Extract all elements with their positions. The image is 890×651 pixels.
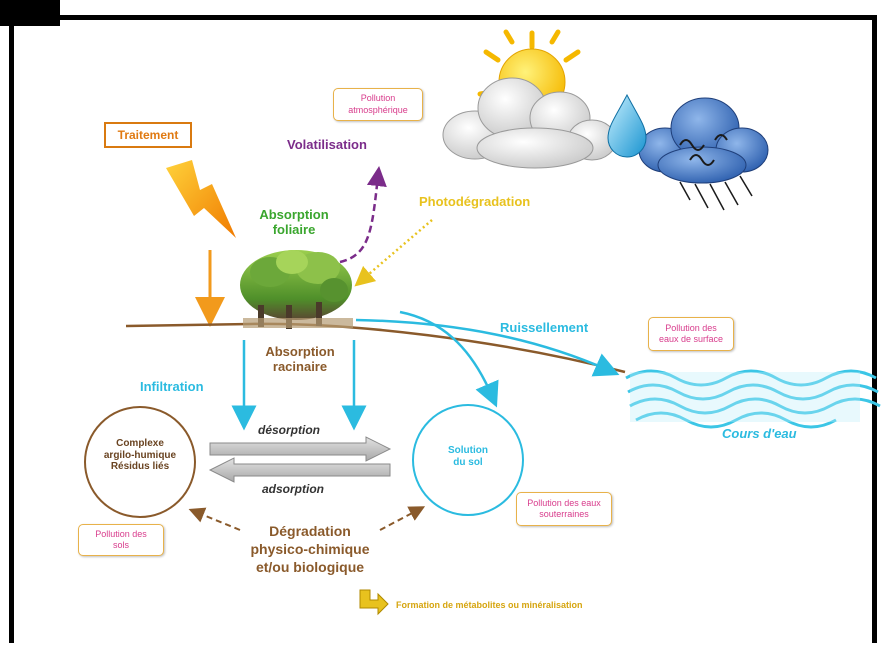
water-waves <box>625 369 881 429</box>
degradation-left-arrow <box>188 507 241 531</box>
pollution-atmospherique-box: Pollution atmosphérique <box>333 88 423 121</box>
adsorption-arrow <box>208 457 391 483</box>
absorption-foliaire-label: Absorption foliaire <box>259 207 329 237</box>
water-body <box>630 372 860 422</box>
pollution-surface-text: Pollution des eaux de surface <box>658 322 724 344</box>
pollution-souterraines-box: Pollution des eaux souterraines <box>516 492 612 526</box>
degradation-right-arrow <box>379 506 426 531</box>
formation-label: Formation de métabolites ou minéralisati… <box>396 600 583 610</box>
pollution-sols-text: Pollution des sols <box>95 528 147 550</box>
cours-eau-label: Cours d'eau <box>722 426 797 441</box>
desorption-arrow <box>209 436 392 462</box>
pollution-souterraines-text: Pollution des eaux souterraines <box>527 497 601 519</box>
pollution-surface-box: Pollution des eaux de surface <box>648 317 734 351</box>
solution-circle <box>412 404 524 516</box>
photodegradation-label: Photodégradation <box>419 194 531 209</box>
pollution-sols-box: Pollution des sols <box>78 524 164 556</box>
formation-arrow-icon <box>359 589 389 616</box>
traitement-label: Traitement <box>117 127 179 142</box>
photodegradation-arrow <box>354 219 433 287</box>
ruissellement-label: Ruissellement <box>500 320 589 335</box>
runoff-to-solution-arrow <box>399 310 499 408</box>
complexe-label: Complexe argilo-humique Résidus liés <box>103 438 177 472</box>
degradation-label: Dégradation physico-chimique et/ou biolo… <box>250 523 370 576</box>
solution-label: Solution du sol <box>448 445 488 468</box>
volatilisation-arrow <box>339 166 387 264</box>
lightning-bolt-icon <box>166 160 236 238</box>
volatilisation-label: Volatilisation <box>287 137 367 152</box>
adsorption-label: adsorption <box>262 482 324 496</box>
complexe-circle <box>84 406 196 518</box>
desorption-label: désorption <box>258 423 320 437</box>
frame-corner <box>0 0 60 26</box>
vine-plant-image <box>240 250 353 329</box>
traitement-box: Traitement <box>104 122 192 148</box>
cloud-icon <box>442 77 617 169</box>
storm-cloud-icon <box>638 97 769 211</box>
water-drop-icon <box>607 93 647 158</box>
ruissellement-arrow <box>355 318 620 377</box>
infiltration-label: Infiltration <box>140 379 204 394</box>
absorption-racinaire-label: Absorption racinaire <box>265 344 335 374</box>
pollution-atmospherique-text: Pollution atmosphérique <box>348 93 408 115</box>
